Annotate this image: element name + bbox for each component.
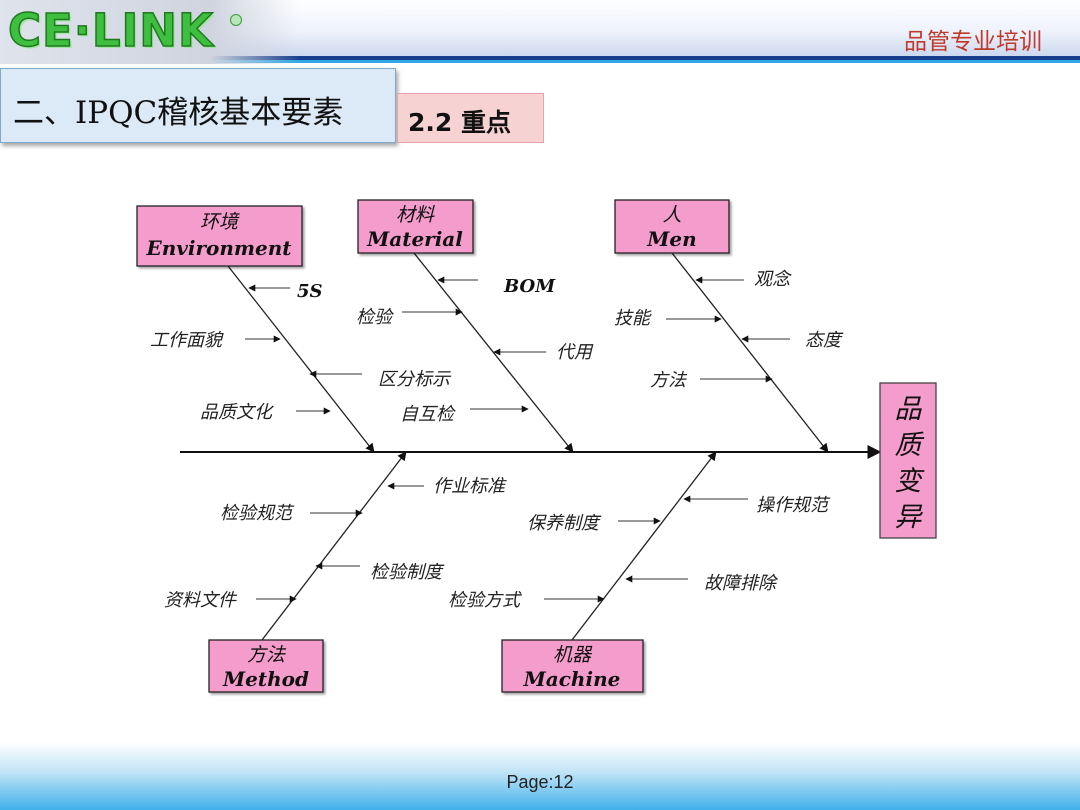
cause-mat-bom: BOM <box>503 276 556 297</box>
category-men-cn: 人 <box>662 204 681 226</box>
bone-environment <box>227 265 375 453</box>
cause-mat-substitute: 代用 <box>556 342 594 363</box>
category-environment-cn: 环境 <box>200 211 240 233</box>
category-material: 材料 Material <box>357 199 474 254</box>
category-environment: 环境 Environment <box>136 205 303 267</box>
company-logo: CE·LINK <box>7 3 214 58</box>
cause-mach-operation-spec: 操作规范 <box>756 495 831 516</box>
cause-meth-documents: 资料文件 <box>164 590 238 611</box>
subsection-box: 2.2 重点 <box>397 93 544 143</box>
category-machine: 机器 Machine <box>501 639 644 693</box>
cause-env-quality-culture: 品质文化 <box>200 402 274 423</box>
cause-men-method: 方法 <box>650 370 688 391</box>
category-material-en: Material <box>366 227 463 251</box>
cause-meth-inspection-spec: 检验规范 <box>220 503 295 524</box>
cause-env-marking: 区分标示 <box>378 369 452 390</box>
registered-mark-icon <box>230 14 242 26</box>
effect-char-4: 异 <box>895 502 924 533</box>
bone-machine <box>571 451 717 641</box>
page-number: Page:12 <box>506 772 574 792</box>
effect-char-3: 变 <box>895 466 926 497</box>
cause-mach-maintenance: 保养制度 <box>527 513 602 534</box>
cause-mat-self-check: 自互检 <box>400 404 456 425</box>
bone-men <box>671 252 829 453</box>
cause-mat-inspection: 检验 <box>356 307 394 328</box>
category-material-cn: 材料 <box>396 204 435 226</box>
effect-char-1: 品 <box>895 394 923 425</box>
category-method-cn: 方法 <box>247 644 287 666</box>
cause-env-workplace: 工作面貌 <box>150 330 224 351</box>
category-men-en: Men <box>646 227 696 251</box>
footer-band <box>0 742 1080 810</box>
category-method: 方法 Method <box>208 639 324 693</box>
bone-method <box>261 451 407 641</box>
subsection-title: 2.2 重点 <box>408 108 511 137</box>
effect-char-2: 质 <box>895 430 925 461</box>
category-environment-en: Environment <box>145 236 292 260</box>
header-divider-accent <box>0 60 1080 63</box>
cause-mach-inspection-mode: 检验方式 <box>448 590 522 611</box>
cause-men-skill: 技能 <box>614 308 652 329</box>
effect-box: 品 质 变 异 <box>879 382 937 539</box>
cause-men-attitude: 态度 <box>805 330 844 351</box>
category-men: 人 Men <box>614 199 730 254</box>
category-method-en: Method <box>222 667 309 691</box>
cause-men-concept: 观念 <box>754 269 792 290</box>
cause-env-5s: 5S <box>297 281 323 302</box>
cause-meth-work-standard: 作业标准 <box>433 476 507 497</box>
header-divider <box>0 56 1080 60</box>
cause-meth-inspection-system: 检验制度 <box>370 562 445 583</box>
section-title-box: 二、IPQC稽核基本要素 <box>0 68 396 143</box>
section-title: 二、IPQC稽核基本要素 <box>13 95 344 131</box>
category-machine-en: Machine <box>523 667 621 691</box>
cause-mach-fault-repair: 故障排除 <box>704 573 779 594</box>
logo-panel: CE·LINK <box>0 0 300 64</box>
course-title: 品管专业培训 <box>904 29 1042 55</box>
category-machine-cn: 机器 <box>553 644 593 666</box>
